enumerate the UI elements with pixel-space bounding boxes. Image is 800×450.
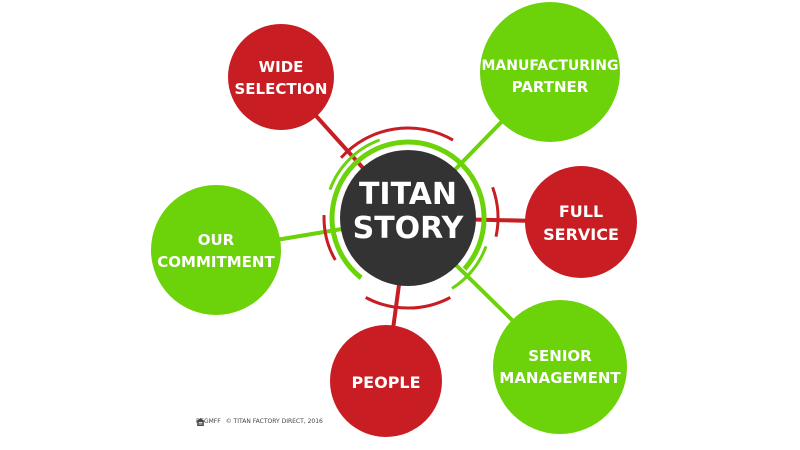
node-manufacturing-partner-line1: MANUFACTURING — [481, 58, 618, 74]
node-senior-management-line2: MANAGEMENT — [499, 369, 621, 387]
center-circle — [340, 150, 476, 286]
node-senior-management-line1: SENIOR — [528, 347, 592, 365]
node-wide-selection[interactable]: WIDE SELECTION — [228, 24, 334, 130]
node-manufacturing-partner-circle — [480, 2, 620, 142]
ring-arc-red-left — [322, 215, 337, 261]
node-wide-selection-line2: SELECTION — [235, 80, 328, 98]
node-people[interactable]: PEOPLE — [330, 325, 442, 437]
node-people-circle — [330, 325, 442, 437]
node-full-service-line2: SERVICE — [543, 225, 619, 244]
node-our-commitment-line1: OUR — [198, 231, 235, 249]
node-senior-management[interactable]: SENIOR MANAGEMENT — [493, 300, 627, 434]
node-people-line1: PEOPLE — [351, 373, 420, 392]
node-full-service[interactable]: FULL SERVICE — [525, 166, 637, 278]
center-title-line2: STORY — [353, 211, 465, 246]
inner-ring-green — [329, 139, 487, 280]
center-title-line1: TITAN — [359, 177, 457, 212]
equal-housing-icon — [196, 418, 205, 426]
node-manufacturing-partner[interactable]: MANUFACTURING PARTNER — [480, 2, 620, 142]
ring-arc-red-bottom — [364, 296, 452, 310]
footer-badge: REGMFF — [196, 418, 221, 425]
node-full-service-line1: FULL — [559, 202, 603, 221]
node-manufacturing-partner-line2: PARTNER — [512, 78, 589, 96]
node-our-commitment-line2: COMMITMENT — [157, 253, 275, 271]
node-wide-selection-circle — [228, 24, 334, 130]
footer-copyright: © TITAN FACTORY DIRECT, 2016 — [225, 418, 323, 425]
node-our-commitment-circle — [151, 185, 281, 315]
ring-arc-green-upper-left — [328, 138, 381, 191]
ring-arc-red-right — [491, 186, 500, 238]
footer: REGMFF © TITAN FACTORY DIRECT, 2016 — [196, 418, 323, 426]
node-senior-management-circle — [493, 300, 627, 434]
node-our-commitment[interactable]: OUR COMMITMENT — [151, 185, 281, 315]
ring-arc-red-top — [339, 126, 454, 159]
node-wide-selection-line1: WIDE — [259, 58, 304, 76]
node-full-service-circle — [525, 166, 637, 278]
ring-arc-green-right — [451, 245, 488, 290]
